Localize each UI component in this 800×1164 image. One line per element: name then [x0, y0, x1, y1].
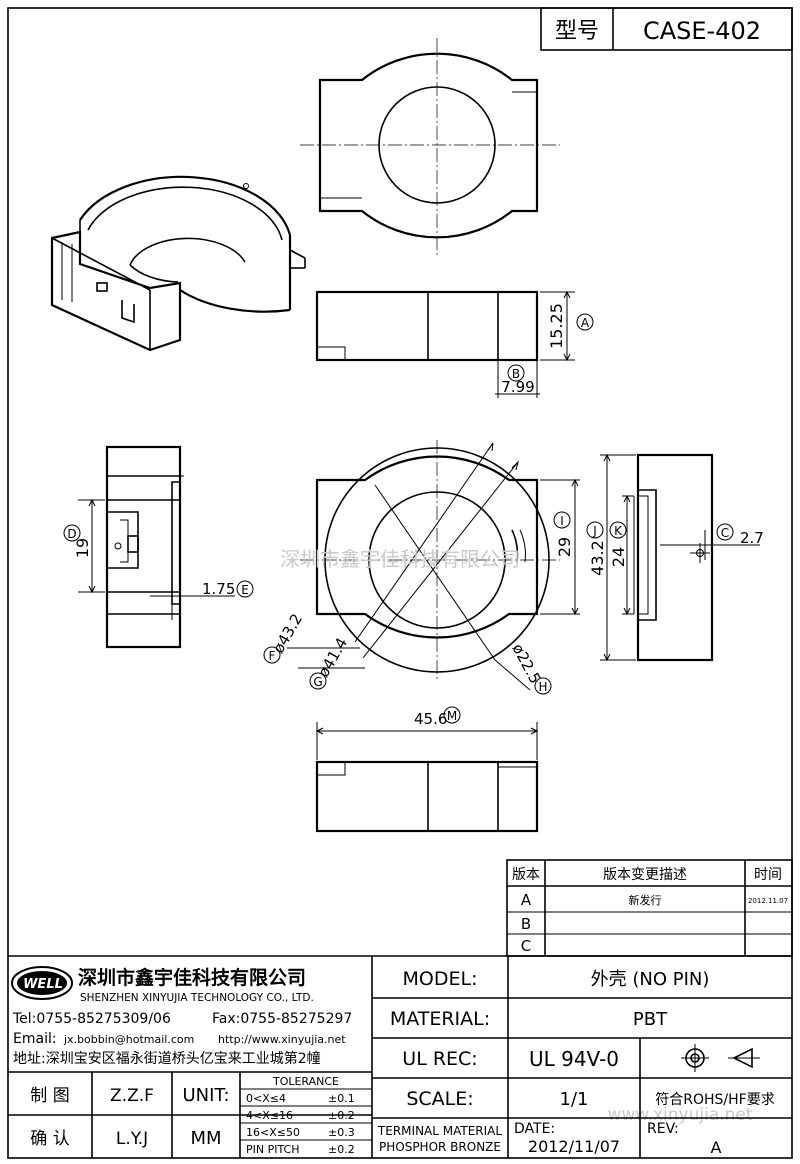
rev-row-desc: 新发行: [629, 893, 662, 907]
dim-d-value: 19: [73, 538, 92, 558]
tolerance-range: 16<X≤50: [246, 1126, 300, 1139]
type-label: 型号: [555, 19, 599, 44]
svg-text:B: B: [512, 367, 520, 381]
rev-row-date: 2012.11.07: [748, 897, 788, 905]
tolerance-value: ±0.3: [328, 1126, 355, 1139]
isometric-view: [50, 175, 306, 352]
ulrec-value: UL 94V-0: [529, 1047, 619, 1071]
dim-g-tag: G: [309, 672, 327, 690]
tolerance-range: 4<X≤16: [246, 1109, 293, 1122]
dim-e-tag: E: [236, 580, 254, 598]
tolerance-title: TOLERANCE: [272, 1075, 339, 1088]
company-tel: Tel:0755-85275309/06: [12, 1011, 171, 1027]
rev-header-date: 时间: [754, 867, 782, 883]
dim-f-tag: F: [263, 646, 281, 664]
checked-by: L.Y.J: [116, 1129, 148, 1149]
tolerance-table: TOLERANCE 0<X≤4 ±0.1 4<X≤16 ±0.2 16<X≤50…: [246, 1075, 355, 1156]
company-logo: WELL: [11, 966, 73, 1000]
rev-header-desc: 版本变更描述: [603, 867, 687, 883]
checked-label: 确 认: [30, 1129, 69, 1149]
drawn-by: Z.Z.F: [110, 1086, 154, 1106]
dim-j-tag: J: [586, 521, 604, 539]
tolerance-value: ±0.1: [328, 1092, 355, 1105]
sheet-border: [7, 7, 793, 1159]
svg-text:A: A: [581, 316, 590, 330]
scale-label: SCALE:: [406, 1088, 473, 1110]
dim-i-value: 29: [555, 537, 574, 557]
date-value: 2012/11/07: [528, 1137, 620, 1156]
terminal-material: TERMINAL MATERIAL: [377, 1124, 502, 1138]
svg-text:H: H: [538, 680, 547, 694]
main-top-view: [287, 440, 580, 691]
drawn-label: 制 图: [30, 1086, 69, 1106]
projection-symbol-icon: [681, 1044, 760, 1072]
material-label: MATERIAL:: [390, 1008, 490, 1030]
dim-i-tag: I: [553, 511, 571, 529]
dim-b-value: 7.99: [501, 378, 534, 396]
header-box: 型号 CASE-402: [540, 7, 793, 51]
company-address: 地址:深圳宝安区福永街道桥头亿宝来工业城第2幢: [13, 1050, 321, 1067]
model-code: CASE-402: [643, 17, 761, 45]
svg-text:C: C: [721, 526, 729, 540]
tolerance-range: 0<X≤4: [246, 1092, 286, 1105]
svg-text:F: F: [269, 649, 276, 663]
svg-text:M: M: [447, 709, 457, 723]
rev-row-ver: B: [521, 915, 531, 933]
company-fax: Fax:0755-85275297: [212, 1011, 352, 1027]
dim-c-value: 2.7: [740, 529, 764, 547]
scale-value: 1/1: [560, 1089, 589, 1110]
title-block: [8, 955, 792, 1158]
terminal-material-value: PHOSPHOR BRONZE: [379, 1140, 501, 1154]
side-view-lower: [315, 722, 539, 833]
tolerance-value: ±0.2: [328, 1109, 355, 1122]
watermark-company: 深圳市鑫宇佳科技有限公司: [280, 547, 520, 571]
model-value: 外壳 (NO PIN): [591, 969, 710, 990]
unit-label: UNIT:: [182, 1085, 229, 1106]
svg-text:D: D: [67, 527, 76, 541]
svg-text:J: J: [592, 524, 597, 538]
side-view-upper: [315, 290, 575, 398]
material-value: PBT: [633, 1009, 668, 1030]
rev-label: REV:: [647, 1121, 679, 1137]
rev-value: A: [711, 1138, 722, 1157]
dim-b-tag: B: [507, 364, 525, 382]
dim-m-value: 45.6: [414, 710, 447, 728]
company-name-cn: 深圳市鑫宇佳科技有限公司: [78, 966, 306, 989]
tolerance-range: PIN PITCH: [246, 1143, 300, 1156]
company-email-label: Email:: [13, 1031, 57, 1047]
dim-k-value: 24: [609, 547, 628, 567]
rev-row-ver: A: [521, 891, 532, 909]
svg-text:G: G: [313, 675, 322, 689]
dim-a-tag: A: [576, 313, 594, 331]
svg-text:E: E: [241, 583, 249, 597]
revision-table: 版本 版本变更描述 时间 A 新发行 2012.11.07 B C: [506, 859, 793, 957]
svg-text:K: K: [614, 524, 623, 538]
dim-j-value: 43.2: [588, 540, 607, 576]
model-label: MODEL:: [403, 968, 478, 990]
ulrec-label: UL REC:: [402, 1048, 477, 1070]
company-name-en: SHENZHEN XINYUJIA TECHNOLOGY CO., LTD.: [80, 992, 314, 1004]
dim-d-tag: D: [63, 524, 81, 542]
rohs-compliance: 符合ROHS/HF要求: [655, 1092, 774, 1108]
company-website: http://www.xinyujia.net: [218, 1033, 346, 1046]
rev-header-ver: 版本: [512, 867, 540, 883]
dim-e-value: 1.75: [202, 580, 235, 598]
dim-m-tag: M: [443, 706, 461, 724]
right-side-view: [600, 453, 760, 662]
date-label: DATE:: [514, 1121, 555, 1137]
unit-value: MM: [190, 1128, 221, 1149]
company-email: jx.bobbin@hotmail.com: [63, 1033, 194, 1046]
dim-a-value: 15.25: [547, 303, 566, 349]
top-view-upper: [300, 38, 560, 255]
dim-h-tag: H: [534, 677, 552, 695]
svg-text:I: I: [560, 514, 564, 528]
tolerance-value: ±0.2: [328, 1143, 355, 1156]
rev-row-ver: C: [521, 937, 531, 955]
watermark-url: www.xinyujia.net: [607, 1105, 752, 1125]
dim-k-tag: K: [609, 521, 627, 539]
dim-c-tag: C: [716, 523, 734, 541]
svg-text:WELL: WELL: [23, 977, 63, 992]
left-side-view: [78, 445, 235, 649]
